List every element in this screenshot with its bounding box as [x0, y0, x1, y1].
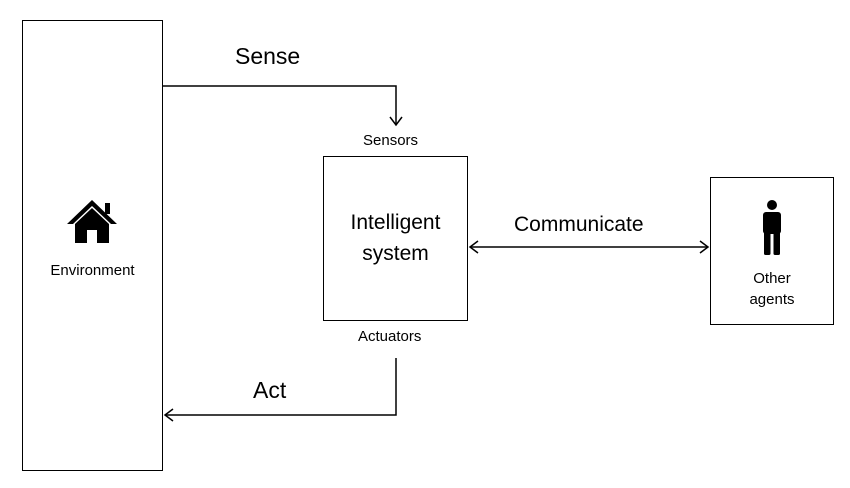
- intelligent-system-box: [323, 156, 468, 321]
- environment-box: [22, 20, 163, 471]
- act-label: Act: [253, 377, 287, 403]
- person-icon: [763, 200, 781, 255]
- other-agents-label-line2: agents: [749, 291, 795, 308]
- sensors-label: Sensors: [363, 132, 419, 149]
- environment-label: Environment: [50, 262, 135, 279]
- house-icon: [67, 200, 117, 243]
- sense-label: Sense: [235, 43, 301, 69]
- communicate-arrow: [468, 240, 710, 254]
- actuators-label: Actuators: [358, 328, 422, 345]
- intelligent-system-label-line2: system: [362, 242, 429, 265]
- communicate-label: Communicate: [514, 213, 644, 236]
- sense-arrow: [163, 85, 403, 127]
- intelligent-system-label-line1: Intelligent: [350, 211, 441, 234]
- act-arrow: [163, 358, 397, 422]
- other-agents-label-line1: Other: [753, 270, 791, 287]
